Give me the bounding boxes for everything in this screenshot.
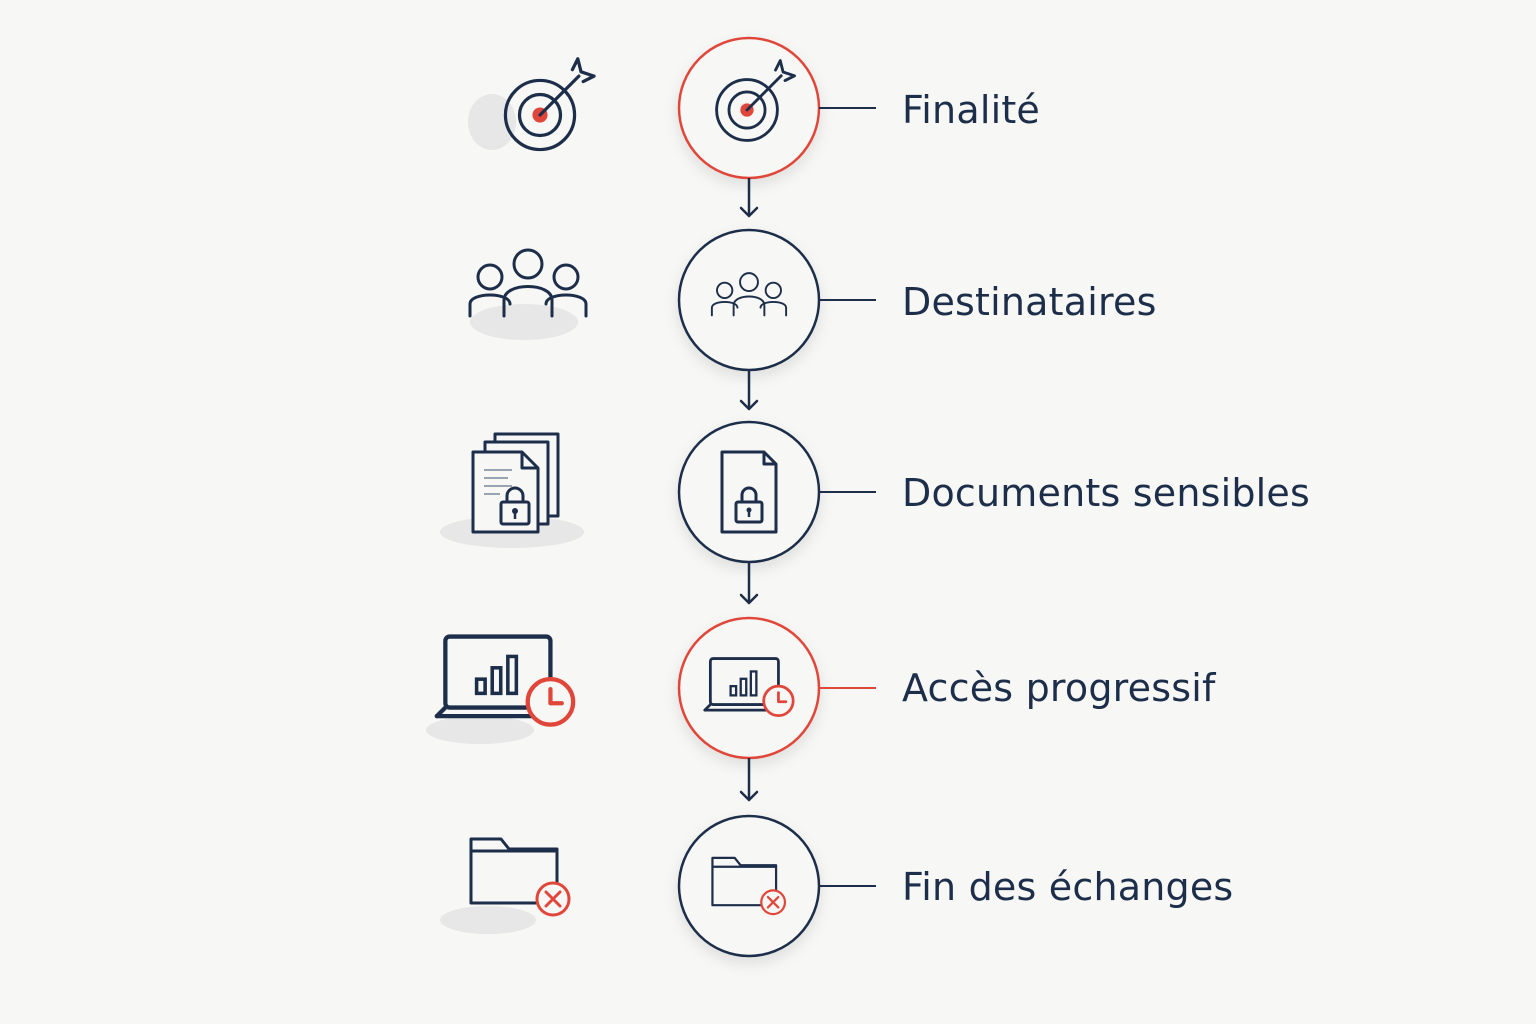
shadow-blob: [470, 304, 578, 340]
arrow-3: [739, 562, 759, 605]
step-label-acces-progressif: Accès progressif: [902, 666, 1216, 710]
shadow-blob: [426, 716, 534, 744]
step-documents-sensibles: [440, 420, 876, 564]
step-label-finalite: Finalité: [902, 88, 1041, 132]
locked-document-icon: [720, 450, 778, 534]
step-finalite: [468, 36, 876, 180]
arrow-4: [739, 758, 759, 802]
step-label-destinataires: Destinataires: [902, 280, 1157, 324]
target-icon: [503, 57, 596, 152]
step-acces-progressif: [426, 616, 876, 760]
shadow-blob: [440, 906, 536, 934]
step-label-documents-sensibles: Documents sensibles: [902, 471, 1311, 515]
step-label-fin-des-echanges: Fin des échanges: [902, 865, 1234, 909]
step-node-destinataires: [677, 228, 821, 372]
laptop-clock-icon: [437, 637, 573, 725]
shadow-blob: [468, 94, 516, 150]
step-node-acces-progressif: [677, 616, 821, 760]
step-fin-des-echanges: [440, 814, 876, 958]
step-destinataires: [468, 228, 876, 372]
step-node-fin-des-echanges: [677, 814, 821, 958]
locked-documents-stack-icon: [471, 432, 560, 534]
arrow-1: [739, 178, 759, 218]
arrow-2: [739, 370, 759, 411]
folder-close-icon: [469, 837, 571, 917]
